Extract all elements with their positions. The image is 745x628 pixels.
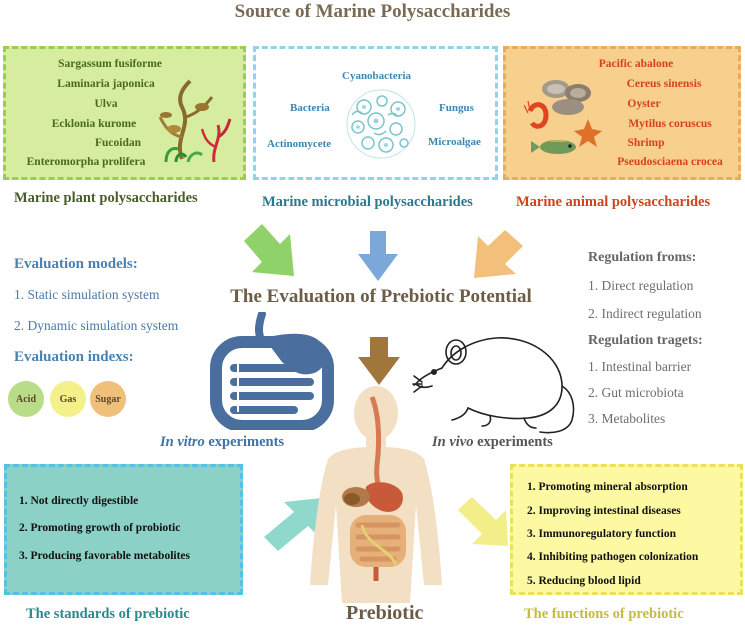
animal-caption: Marine animal polysaccharides <box>516 194 711 210</box>
standards-caption: The standards of prebiotic <box>26 606 190 622</box>
function-item: 5. Reducing blood lipid <box>527 575 641 587</box>
functions-caption: The functions of prebiotic <box>524 606 684 622</box>
intestine-icon <box>210 312 334 430</box>
microbe-source-box: Cyanobacteria Bacteria Fungus Actinomyce… <box>253 46 498 180</box>
regulation-form-item: 2. Indirect regulation <box>588 306 702 321</box>
plant-item: Laminaria japonica <box>57 78 155 90</box>
function-item: 2. Improving intestinal diseases <box>527 505 681 517</box>
mouse-icon <box>412 337 575 434</box>
microbe-item-fungus: Fungus <box>439 102 474 114</box>
prebiotic-label: Prebiotic <box>346 602 424 624</box>
arrow-icon <box>358 231 398 281</box>
evaluation-model-item: 1. Static simulation system <box>14 287 160 302</box>
arrow-icon <box>244 224 294 276</box>
animal-item: Pacific abalone <box>598 58 674 70</box>
standard-item: 3. Producing favorable metabolites <box>19 550 190 562</box>
index-badge-gas: Gas <box>50 381 86 417</box>
plant-source-box: Sargassum fusiforme Laminaria japonica U… <box>3 46 246 180</box>
microbe-item-actinomycete: Actinomycete <box>267 138 332 150</box>
function-item: 4. Inhibiting pathogen colonization <box>527 551 699 563</box>
microbe-item-microalgae: Microalgae <box>428 136 481 148</box>
regulation-target-item: 3. Metabolites <box>588 411 666 426</box>
regulation-target-item: 1. Intestinal barrier <box>588 359 692 374</box>
in-vitro-caption: In vitro experiments <box>160 434 285 450</box>
regulation-forms-heading: Regulation froms: <box>588 250 697 265</box>
seaweed-icon <box>158 79 232 162</box>
microbe-item-bacteria: Bacteria <box>290 102 330 114</box>
animal-item: Mytilus coruscus <box>628 118 712 130</box>
in-vivo-caption: In vivo experiments <box>432 434 553 450</box>
index-badge-acid: Acid <box>8 381 44 417</box>
arrow-icon <box>264 498 322 551</box>
plant-item: Sargassum fusiforme <box>58 58 162 70</box>
plant-item: Ulva <box>94 98 118 110</box>
index-badge-sugar: Sugar <box>90 381 126 417</box>
arrow-icon <box>458 497 508 546</box>
standards-box: 1. Not directly digestible 2. Promoting … <box>4 464 243 595</box>
plant-item: Fucoidan <box>94 137 141 149</box>
standard-item: 2. Promoting growth of probiotic <box>19 522 181 534</box>
animal-item: Shrimp <box>627 137 665 149</box>
plant-item: Enteromorpha prolifera <box>26 156 146 168</box>
evaluation-models-heading: Evaluation models: <box>14 256 138 272</box>
microbe-icon <box>346 89 416 159</box>
function-item: 3. Immunoregulatory function <box>527 528 676 540</box>
plant-item: Ecklonia kurome <box>51 118 137 130</box>
human-body-icon <box>310 386 442 603</box>
standard-item: 1. Not directly digestible <box>19 495 139 507</box>
animal-source-box: Pacific abalone Cereus sinensis Oyster M… <box>503 46 741 180</box>
arrow-icon <box>474 230 523 278</box>
microbe-caption: Marine microbial polysaccharides <box>262 194 473 210</box>
seafood-icon <box>524 80 602 154</box>
animal-item: Oyster <box>627 98 661 110</box>
plant-caption: Marine plant polysaccharides <box>14 190 198 206</box>
animal-item: Pseudosciaena crocea <box>617 156 723 168</box>
regulation-targets-heading: Regulation tragets: <box>588 333 703 348</box>
functions-box: 1. Promoting mineral absorption 2. Impro… <box>510 464 743 595</box>
page-title: Source of Marine Polysaccharides <box>234 1 511 22</box>
evaluation-title: The Evaluation of Prebiotic Potential <box>230 286 532 307</box>
evaluation-model-item: 2. Dynamic simulation system <box>14 318 179 333</box>
arrow-icon <box>358 337 400 385</box>
evaluation-indexes-heading: Evaluation indexs: <box>14 349 134 365</box>
function-item: 1. Promoting mineral absorption <box>527 481 688 493</box>
animal-item: Cereus sinensis <box>626 78 702 90</box>
regulation-form-item: 1. Direct regulation <box>588 278 694 293</box>
regulation-target-item: 2. Gut microbiota <box>588 385 684 400</box>
microbe-item-cyanobacteria: Cyanobacteria <box>342 70 412 82</box>
